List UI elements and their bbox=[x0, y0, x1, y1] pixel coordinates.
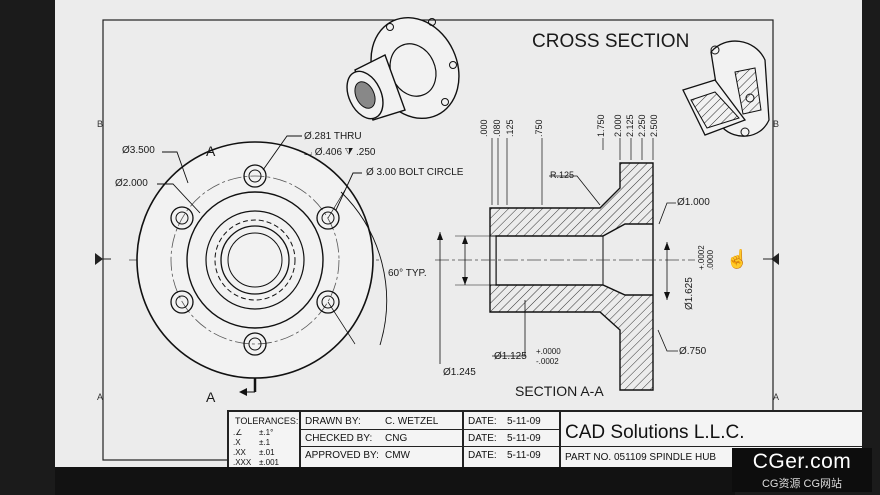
drawn-by-label: DRAWN BY: bbox=[305, 416, 361, 427]
iso-view-section bbox=[682, 40, 770, 137]
section-view bbox=[435, 138, 695, 391]
dim-hole-thru: Ø.281 THRU bbox=[304, 131, 362, 142]
date-label-1: DATE: bbox=[468, 416, 497, 427]
front-view bbox=[129, 135, 388, 396]
dim-radius: R.125 bbox=[550, 170, 575, 180]
hub-circle bbox=[186, 191, 324, 329]
iso-view-front bbox=[346, 16, 460, 121]
part-no-label: PART NO. bbox=[565, 452, 612, 463]
zone-right-b: B bbox=[773, 119, 780, 129]
date-value-2: 5-11-09 bbox=[507, 433, 541, 444]
checked-by-value: CNG bbox=[385, 433, 408, 444]
dim-d1125: Ø1.125 bbox=[494, 351, 527, 362]
top-dim-1750: 1.750 bbox=[596, 114, 606, 137]
date-label-3: DATE: bbox=[468, 450, 497, 461]
dim-hub-diameter: Ø2.000 bbox=[115, 178, 148, 189]
checked-by-label: CHECKED BY: bbox=[305, 433, 373, 444]
part-no-value: 051109 SPINDLE HUB bbox=[614, 452, 717, 463]
company-name: CAD Solutions L.L.C. bbox=[565, 422, 745, 443]
tol-val-angle: ±.1° bbox=[259, 428, 274, 437]
date-label-2: DATE: bbox=[468, 433, 497, 444]
dim-d1000: Ø1.000 bbox=[677, 197, 710, 208]
top-dim-2500: 2.500 bbox=[649, 114, 659, 137]
watermark-main: CGer.com bbox=[752, 450, 852, 473]
dim-hole-counterbore: ⌴ Ø.406 ⧩ .250 bbox=[304, 147, 376, 158]
dim-d1245: Ø1.245 bbox=[443, 367, 476, 378]
section-aa-title: SECTION A-A bbox=[515, 383, 604, 399]
section-mark-top: A bbox=[206, 143, 216, 159]
zone-right-a: A bbox=[773, 392, 780, 402]
top-dim-2250: 2.250 bbox=[637, 114, 647, 137]
dim-bolt-circle: Ø 3.00 BOLT CIRCLE bbox=[366, 167, 464, 178]
tolerances-header: TOLERANCES: bbox=[235, 416, 299, 426]
dim-angle: 60° TYP. bbox=[388, 268, 427, 279]
date-value-1: 5-11-09 bbox=[507, 416, 541, 427]
top-dim-2125: 2.125 bbox=[625, 114, 635, 137]
drawn-by-value: C. WETZEL bbox=[385, 416, 439, 427]
watermark-badge: CGer.com CG资源 CG网站 bbox=[732, 448, 872, 492]
approved-by-value: CMW bbox=[385, 450, 410, 461]
top-dim-000: .000 bbox=[479, 119, 489, 137]
dim-d750: Ø.750 bbox=[679, 346, 707, 357]
flange-outer bbox=[136, 141, 374, 379]
tol-d1625-plus: +.0002 bbox=[697, 245, 706, 270]
tol-d1125-minus: -.0002 bbox=[536, 357, 559, 366]
cross-section-title: CROSS SECTION bbox=[532, 31, 690, 52]
bolt-circle bbox=[170, 175, 340, 345]
dim-outer-diameter: Ø3.500 bbox=[122, 145, 155, 156]
tol-val-xxx: ±.001 bbox=[259, 458, 279, 467]
dim-d1625: Ø1.625 bbox=[684, 277, 695, 310]
bolt-holes bbox=[170, 164, 340, 356]
video-bottom-strip bbox=[55, 467, 735, 495]
drawing-sheet: B A B A CROSS SECTION SECTION A-A A A Ø3… bbox=[55, 0, 862, 467]
hand-cursor-icon: ☝ bbox=[726, 249, 749, 269]
zone-left-b: B bbox=[97, 119, 104, 129]
tol-key-angle: .∠ bbox=[233, 428, 243, 437]
approved-by-label: APPROVED BY: bbox=[305, 450, 379, 461]
tol-key-xx: .XX bbox=[233, 448, 246, 457]
tol-d1625-minus: .0000 bbox=[706, 249, 715, 270]
tol-val-xx: ±.01 bbox=[259, 448, 275, 457]
date-value-3: 5-11-09 bbox=[507, 450, 541, 461]
top-dim-750: .750 bbox=[534, 119, 544, 137]
tol-key-xxx: .XXX bbox=[233, 458, 252, 467]
tol-val-x: ±.1 bbox=[259, 438, 271, 447]
drawing-canvas bbox=[95, 16, 779, 461]
zone-left-a: A bbox=[97, 392, 104, 402]
watermark-sub: CG资源 CG网站 bbox=[761, 478, 843, 490]
top-dim-125: .125 bbox=[505, 119, 515, 137]
top-dim-2000: 2.000 bbox=[613, 114, 623, 137]
top-dim-080: .080 bbox=[492, 119, 502, 137]
section-mark-bottom: A bbox=[206, 389, 216, 405]
tol-d1125-plus: +.0000 bbox=[536, 347, 561, 356]
tol-key-x: .X bbox=[233, 438, 241, 447]
